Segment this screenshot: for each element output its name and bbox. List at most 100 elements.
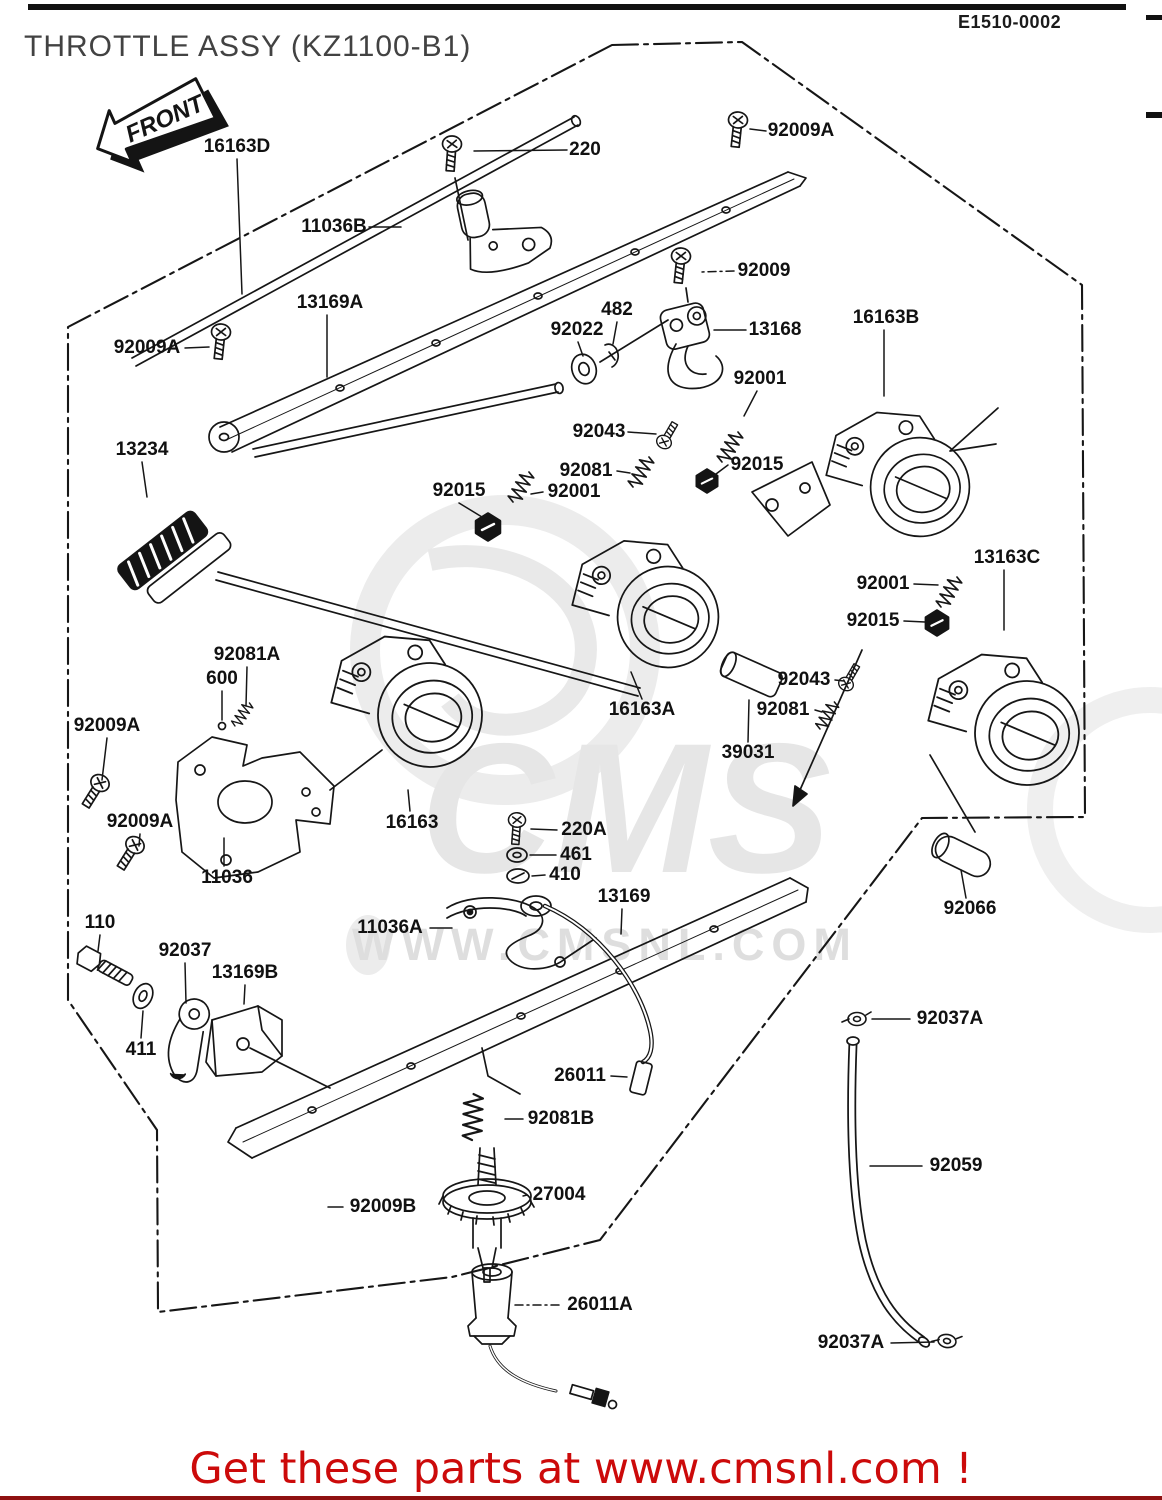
ball-600 (217, 721, 227, 731)
spring-92081-mid (625, 452, 656, 492)
part-number-label: 26011 (554, 1065, 606, 1086)
screw-92009A-bl1 (76, 770, 114, 812)
part-number-label: 92043 (572, 421, 626, 442)
part-number-label: 13169A (296, 292, 364, 313)
nut-92015-right (924, 609, 950, 637)
washer-410 (506, 868, 530, 884)
part-number-label: 411 (125, 1039, 157, 1060)
bracket-13169B (205, 1005, 331, 1089)
watermark-cms-text: CMS (420, 706, 831, 912)
part-number-label: 92009B (349, 1196, 417, 1217)
clamp-92037A-bottom (930, 1330, 963, 1351)
nut-92015-center (474, 512, 502, 542)
bracket-11036A (446, 895, 597, 970)
part-number-label: 39031 (721, 742, 775, 763)
screw-92009 (667, 246, 693, 285)
part-number-label: 92001 (856, 573, 910, 594)
tb4-connector (929, 754, 976, 833)
part-number-label: 600 (206, 668, 238, 689)
part-number-label: 92015 (730, 454, 784, 475)
adjuster-27004 (438, 1147, 535, 1283)
part-number-label: 92009A (767, 120, 835, 141)
part-number-label: 13169 (597, 886, 651, 907)
spring-92081A (229, 699, 255, 730)
screw-92043-mid (653, 418, 683, 453)
spring-92081B (461, 1092, 485, 1142)
screw-92009A-bl2 (111, 832, 149, 874)
front-arrow: FRONT (96, 77, 229, 173)
bolt-110 (76, 945, 134, 986)
lever-92037 (167, 998, 211, 1083)
cylinder-92066 (931, 832, 992, 878)
throttle-body-16163B (817, 400, 977, 550)
part-number-label: 92043 (777, 669, 831, 690)
lever-13234 (117, 510, 641, 697)
part-number-label: 16163A (608, 699, 676, 720)
part-number-label: 92037A (916, 1008, 984, 1029)
part-number-label: 92081A (213, 644, 281, 665)
part-number-label: 13169B (211, 962, 279, 983)
part-number-label: 11036 (201, 867, 253, 888)
part-number-label: 13234 (115, 439, 169, 460)
part-number-label: 92022 (550, 319, 604, 340)
cable-26011 (542, 903, 654, 1096)
part-number-label: 27004 (532, 1184, 586, 1205)
part-number-label: 13168 (748, 319, 802, 340)
throttle-body-13163C (919, 641, 1087, 799)
part-number-label: 92037A (817, 1332, 885, 1353)
part-number-label: 16163B (852, 307, 920, 328)
doc-number: E1510-0002 (958, 12, 1062, 32)
part-number-label: 92081 (756, 699, 810, 720)
part-number-label: 220 (569, 139, 601, 160)
clamp-92037A-top (841, 1011, 872, 1027)
cms-watermark: CMS WWW.CMSNL.COM (346, 495, 1162, 975)
top-rule (28, 4, 1162, 118)
washer-461 (506, 847, 528, 863)
part-number-label: 26011A (567, 1294, 633, 1315)
washer-411 (132, 982, 154, 1010)
part-number-label: 92081 (559, 460, 613, 481)
part-number-label: 92015 (432, 480, 486, 501)
part-number-label: 11036A (357, 917, 423, 938)
part-number-label: 92037 (158, 940, 212, 961)
part-number-label: 92066 (943, 898, 997, 919)
part-number-label: 92009A (106, 811, 174, 832)
assembly-arrow-right (949, 407, 999, 452)
part-number-label: 92015 (846, 610, 900, 631)
nut-92015-tb3 (695, 468, 719, 494)
bracket-11036B (454, 177, 553, 274)
part-number-label: 220A (561, 819, 607, 840)
part-number-label: 92001 (547, 481, 601, 502)
cylinder-39031 (719, 651, 783, 698)
part-number-label: 16163 (385, 812, 439, 833)
assembly-border (66, 40, 1087, 1314)
part-number-label: 92001 (733, 368, 787, 389)
part-number-label: 110 (84, 912, 116, 933)
part-number-label: 13163C (973, 547, 1041, 568)
part-number-label: 16163D (203, 136, 271, 157)
part-number-label: 92059 (929, 1155, 983, 1176)
footer-promo-text[interactable]: Get these parts at www.cmsnl.com ! (189, 1444, 973, 1494)
spring-92001-right (933, 572, 964, 612)
part-number-label: 92009 (737, 260, 791, 281)
part-number-label: 410 (549, 864, 581, 885)
screw-220 (439, 134, 463, 173)
part-number-label: 11036B (301, 216, 367, 237)
page-title: THROTTLE ASSY (KZ1100-B1) (24, 30, 472, 63)
lower-rail-13169 (227, 877, 809, 1159)
link-plate (751, 461, 831, 537)
footer-red-strip (0, 1496, 1162, 1500)
upper-rail-13169A (208, 171, 807, 453)
assembly-arrow-center (792, 649, 863, 807)
leader-lines (97, 128, 1005, 1344)
bracket-11036 (175, 736, 383, 879)
part-number-label: 92009A (113, 337, 181, 358)
part-number-label: 461 (560, 844, 592, 865)
upper-shaft-and-13168 (252, 287, 724, 458)
cable-cover-26011A (467, 1263, 618, 1410)
hose-92059 (846, 1036, 931, 1348)
part-number-label: 482 (601, 299, 633, 320)
part-number-label: 92081B (527, 1108, 595, 1129)
